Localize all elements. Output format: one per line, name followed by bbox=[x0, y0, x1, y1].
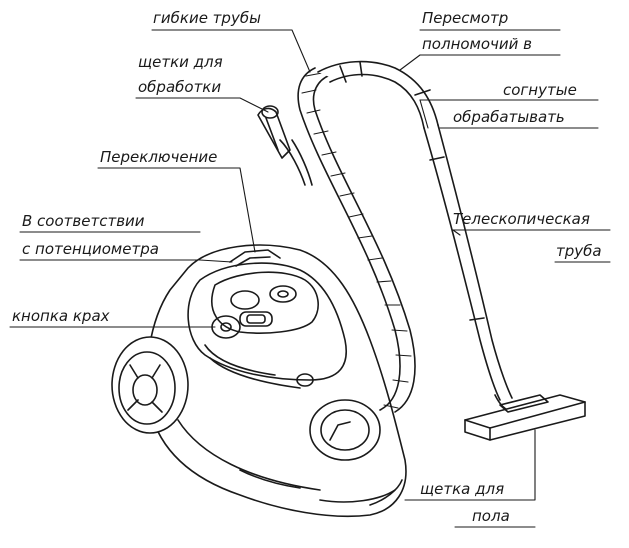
label-telescopic-line2: труба bbox=[556, 242, 602, 260]
label-accordance-line2: с потенциометра bbox=[22, 240, 159, 258]
label-telescopic-line1: Телескопическая bbox=[453, 210, 590, 228]
side-wheel bbox=[111, 336, 189, 434]
leader-lines bbox=[9, 29, 611, 528]
label-switching: Переключение bbox=[100, 148, 218, 166]
label-brushes-line2: обработки bbox=[138, 78, 222, 96]
vacuum-body bbox=[146, 244, 407, 518]
wand-handle bbox=[317, 60, 439, 129]
label-crash-button: кнопка крах bbox=[12, 307, 110, 325]
label-brushes-line1: щетки для bbox=[138, 53, 223, 71]
label-floor-brush-line1: щетка для bbox=[420, 480, 505, 498]
label-floor-brush-line2: пола bbox=[472, 507, 510, 525]
label-review-line2: полномочий в bbox=[422, 35, 533, 53]
flexible-hose bbox=[297, 67, 416, 413]
floor-brush bbox=[464, 394, 586, 441]
label-flexible-tubes: гибкие трубы bbox=[153, 9, 261, 27]
label-accordance-line1: В соответствии bbox=[22, 212, 145, 230]
label-bent-line1: согнутые bbox=[503, 81, 577, 99]
label-bent-line2: обрабатывать bbox=[453, 108, 565, 126]
crevice-brushes bbox=[257, 105, 313, 186]
label-review-line1: Пересмотр bbox=[422, 9, 509, 27]
telescopic-tube bbox=[423, 124, 513, 401]
